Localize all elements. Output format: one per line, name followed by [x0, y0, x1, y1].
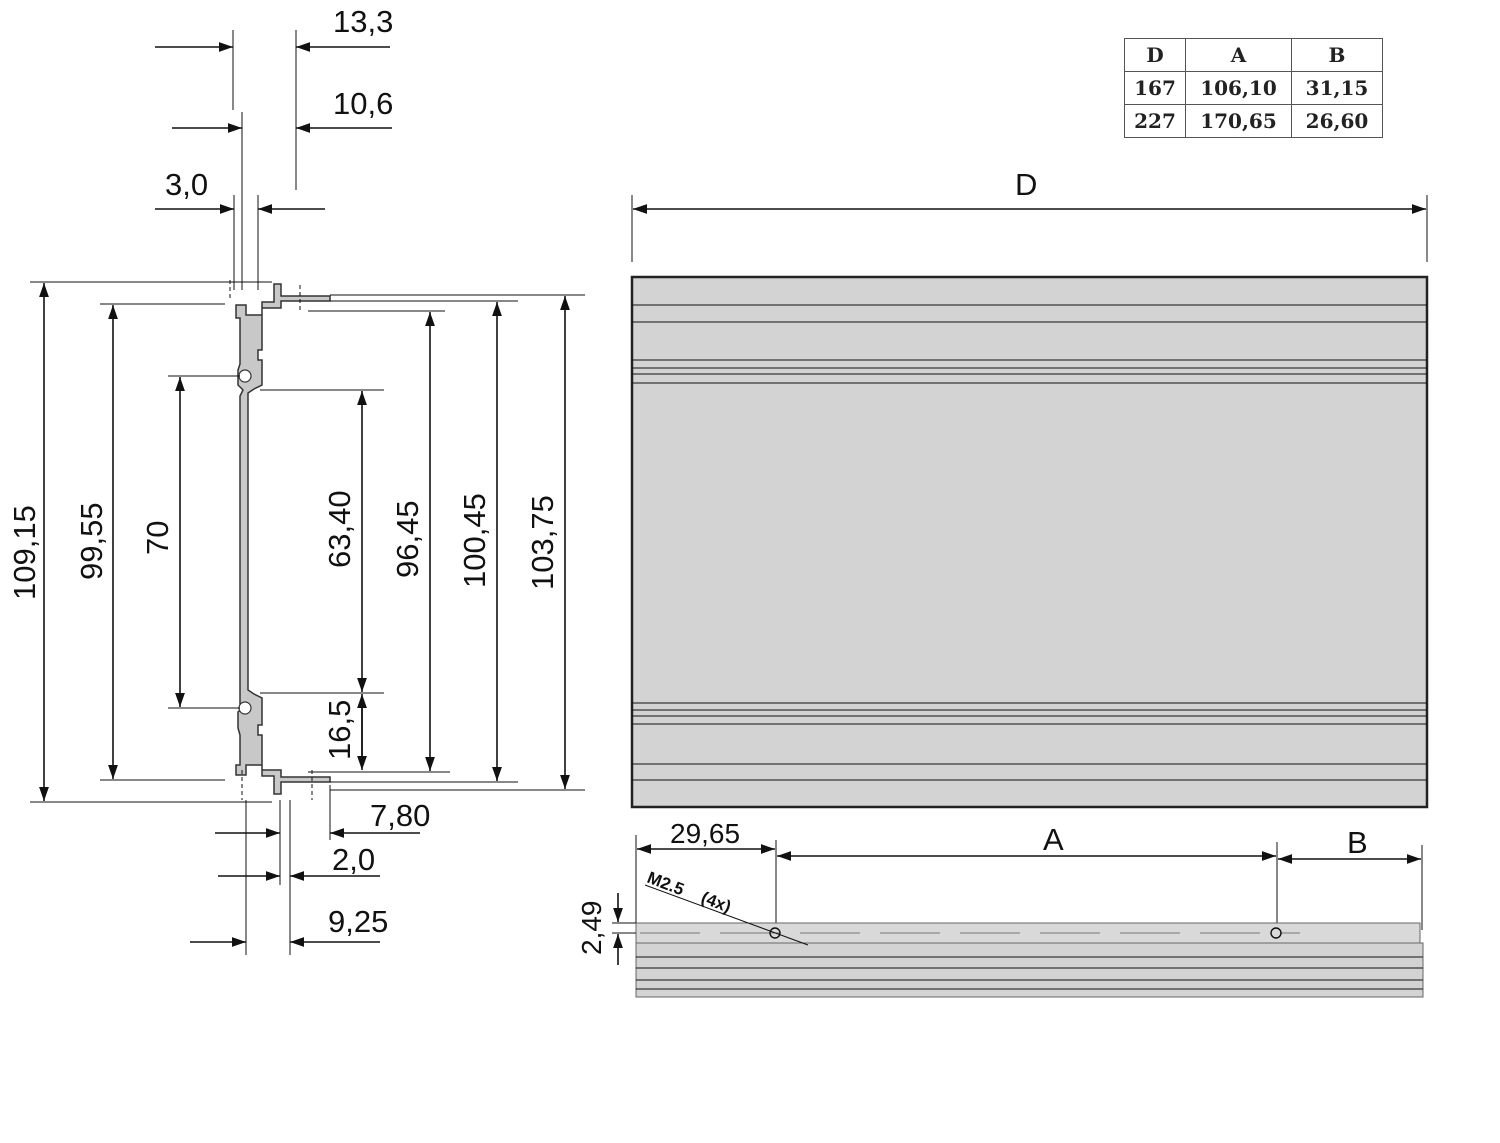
- dim-109-15: 109,15: [7, 505, 42, 600]
- table-cell: 106,10: [1185, 71, 1292, 105]
- bottom-width-dimensions: 7,80 2,0 9,25: [190, 785, 430, 955]
- dim-10-6: 10,6: [333, 86, 393, 121]
- dim-3-0: 3,0: [165, 167, 208, 202]
- dim-B: B: [1347, 825, 1368, 860]
- dim-63-40: 63,40: [322, 490, 357, 568]
- table-header-row: D A B: [1124, 38, 1383, 72]
- table-row: 227 170,65 26,60: [1124, 104, 1383, 138]
- table-cell: 170,65: [1185, 104, 1292, 138]
- dim-103-75: 103,75: [525, 495, 560, 590]
- dim-96-45: 96,45: [390, 500, 425, 578]
- dim-2-0: 2,0: [332, 842, 375, 877]
- top-width-dimensions: 13,3 10,6 3,0: [155, 4, 393, 290]
- table-cell: 31,15: [1291, 71, 1383, 105]
- dim-70: 70: [140, 521, 175, 555]
- table-header: B: [1291, 38, 1383, 72]
- dim-29-65: 29,65: [670, 818, 740, 849]
- dim-13-3: 13,3: [333, 4, 393, 39]
- hole-right: [1270, 927, 1282, 939]
- dim-9-25: 9,25: [328, 904, 388, 939]
- dim-7-80: 7,80: [370, 798, 430, 833]
- table-cell: 167: [1124, 71, 1186, 105]
- thread-label: M2.5: [645, 868, 687, 899]
- dim-D: D: [1015, 167, 1037, 202]
- left-height-dimensions: 109,15 99,55 70: [7, 281, 272, 803]
- table-row: 167 106,10 31,15: [1124, 71, 1383, 105]
- profile-section: [229, 280, 331, 800]
- thread-count-label: (4x): [699, 888, 734, 917]
- bottom-view: 29,65 A B M2.5 (4x) 2,49: [576, 818, 1424, 998]
- table-cell: 26,60: [1291, 104, 1383, 138]
- dimension-table: D A B 167 106,10 31,15 227 170,65 26,60: [1124, 38, 1383, 138]
- table-cell: 227: [1124, 104, 1186, 138]
- dim-100-45: 100,45: [457, 493, 492, 588]
- hole-left: [769, 927, 781, 939]
- side-view: D: [630, 167, 1429, 809]
- dim-99-55: 99,55: [74, 502, 109, 580]
- right-height-dimensions: 63,40 96,45 100,45 103,75 16,5: [260, 294, 585, 791]
- table-header: A: [1185, 38, 1292, 72]
- dim-2-49: 2,49: [576, 901, 607, 956]
- dim-16-5: 16,5: [322, 700, 357, 760]
- table-header: D: [1124, 38, 1186, 72]
- dim-A: A: [1043, 822, 1064, 857]
